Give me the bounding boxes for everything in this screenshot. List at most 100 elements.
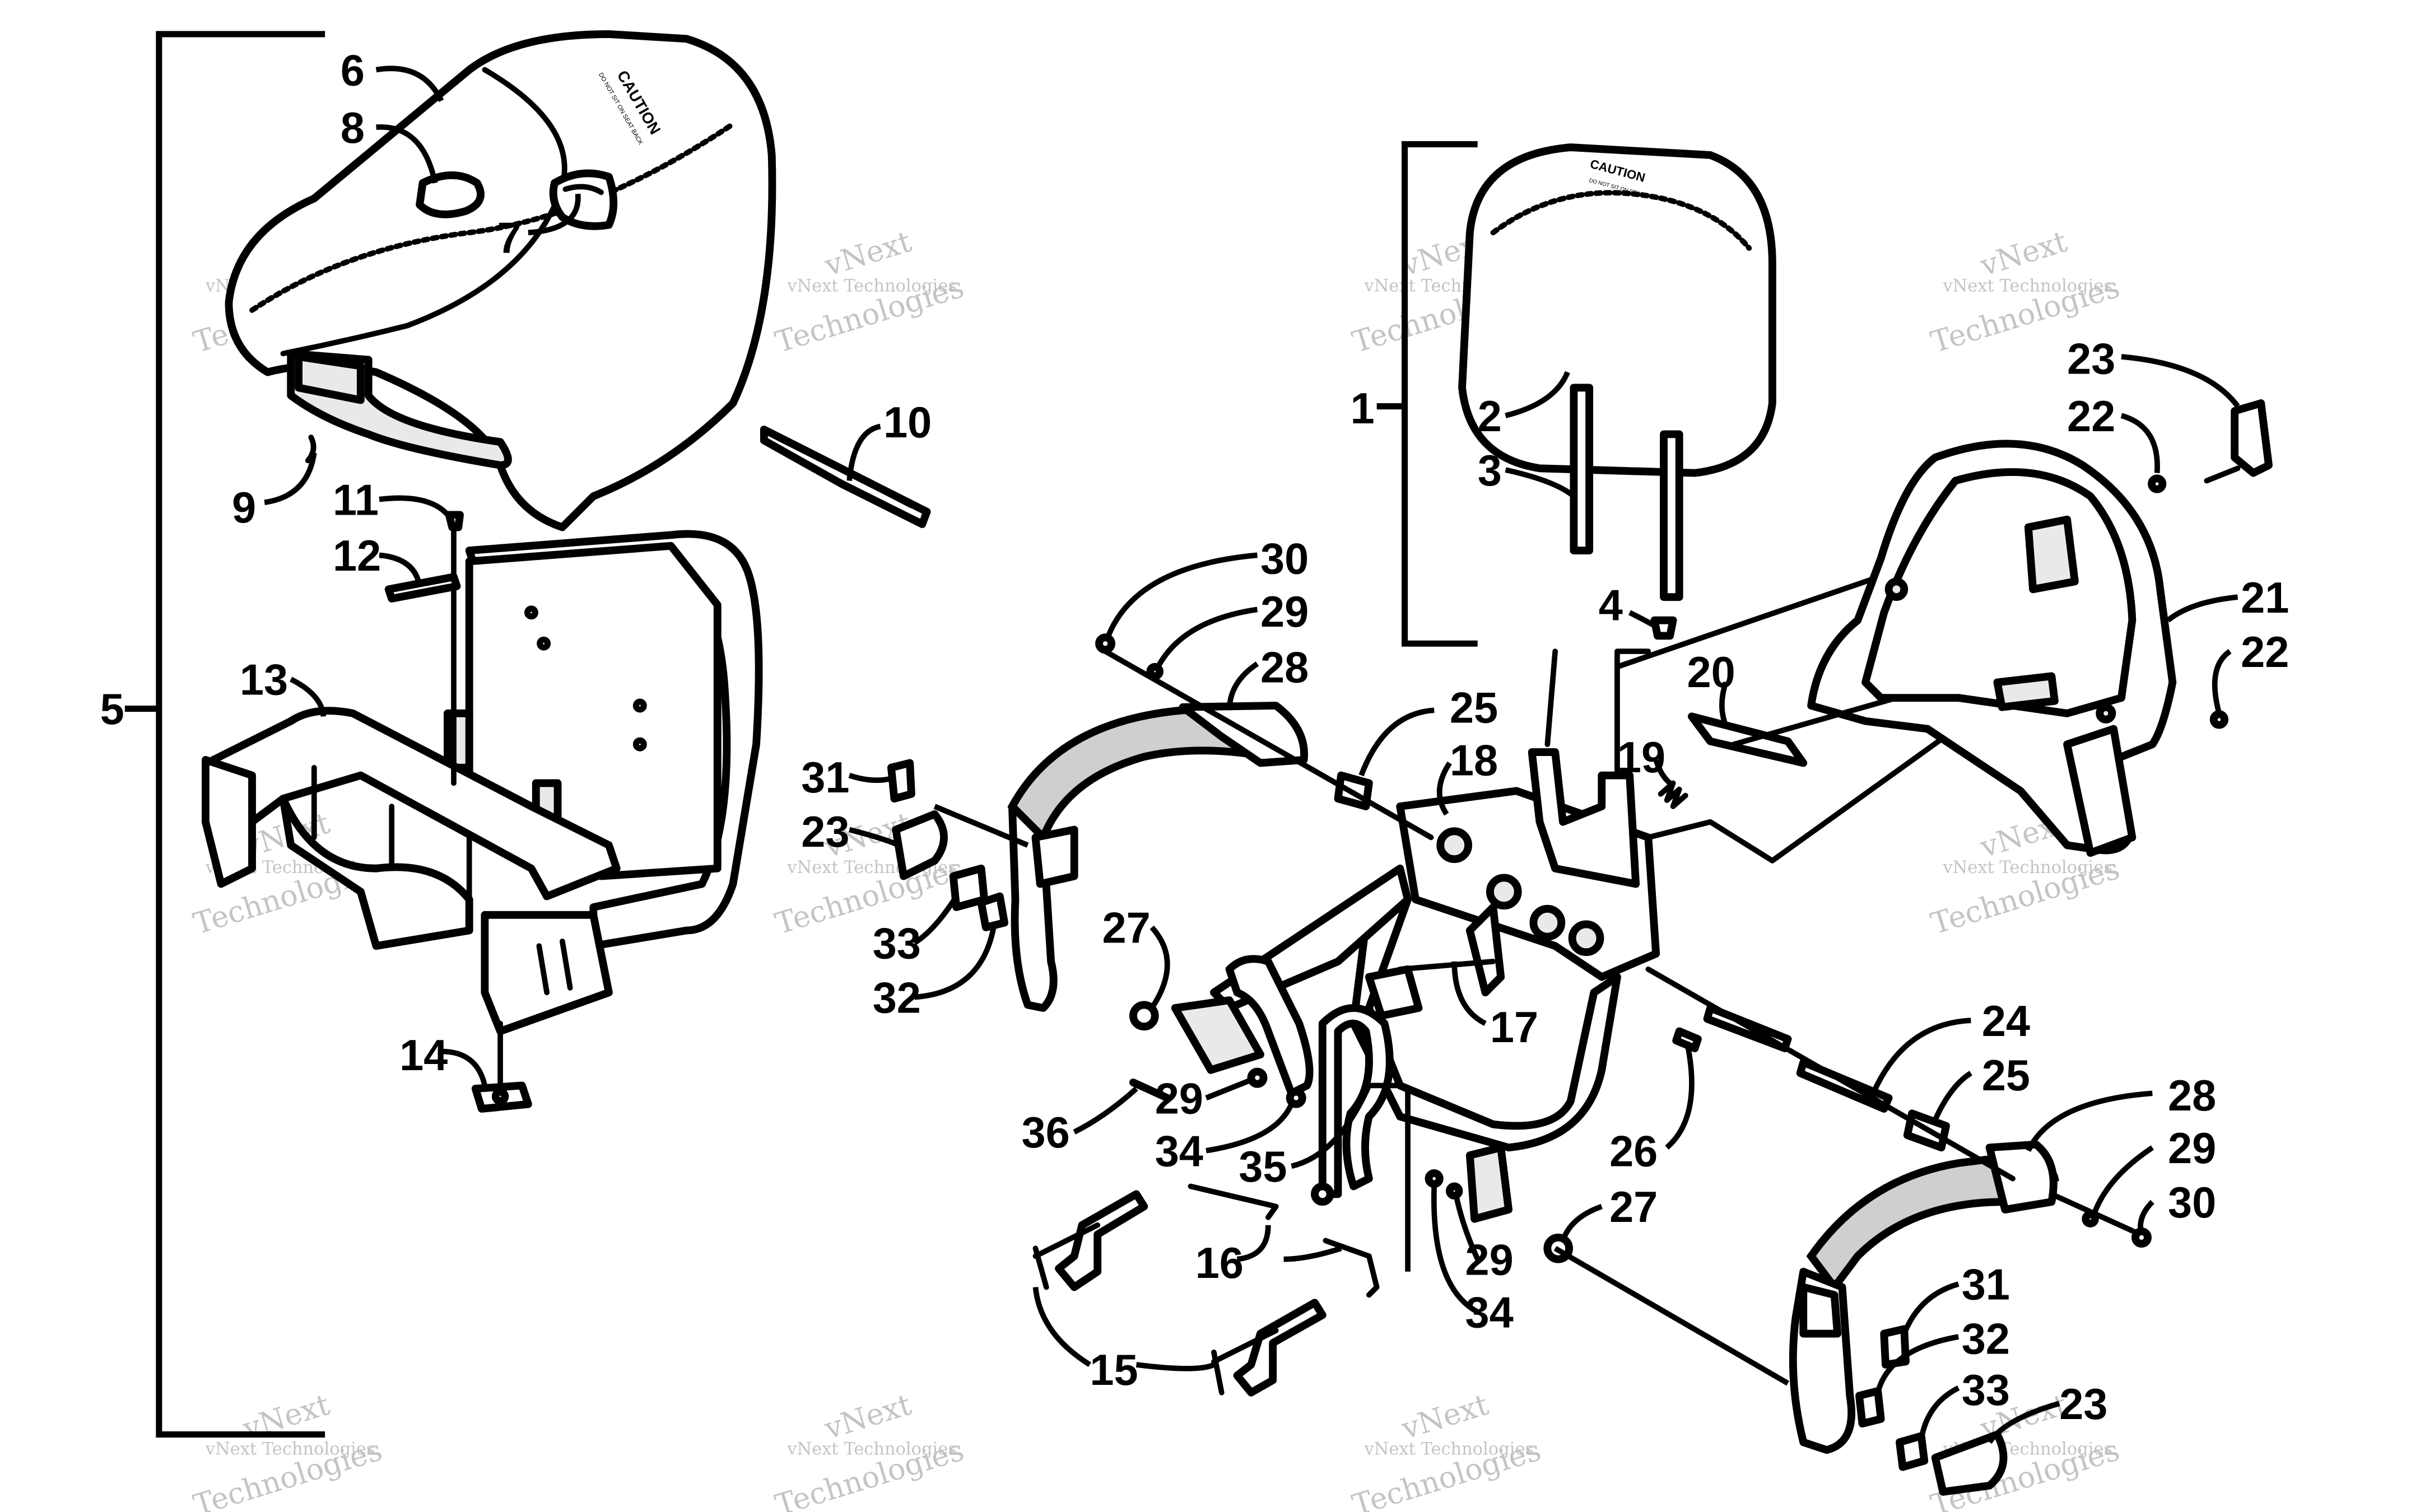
seat-frame-bracket — [202, 756, 256, 888]
leader-17 — [1451, 961, 1487, 1026]
assembly-brackets — [124, 31, 1478, 1438]
callout-11: 11 — [333, 476, 379, 524]
latch-bar-slot — [776, 435, 914, 508]
seat-frame-rail — [209, 707, 621, 900]
callout-5: 5 — [100, 685, 124, 734]
leader-30-right — [2138, 1200, 2154, 1235]
screw-11 — [445, 511, 464, 531]
watermark-large-top: vNext — [1398, 1388, 1493, 1446]
backrest-frame-hole — [1486, 874, 1522, 910]
knob-23-bottom — [1931, 1430, 2008, 1496]
pin-36 — [1129, 1079, 1171, 1102]
screw-22-top — [2148, 474, 2167, 493]
bail-assembly — [1171, 955, 1513, 1223]
leader-16 — [1236, 1225, 1342, 1262]
leader-32-left — [914, 927, 997, 1000]
watermark-small: vNext Technologies — [1364, 1440, 1534, 1459]
callout-3: 3 — [1478, 447, 1502, 495]
nut-35 — [1311, 1182, 1334, 1206]
leader-36 — [1073, 1086, 1138, 1135]
callout-22-top: 22 — [2067, 393, 2115, 441]
foot-pad-left — [1171, 996, 1264, 1074]
leader-axis-armrest-right — [1553, 1246, 1789, 1386]
leader-34-right — [1431, 1186, 1479, 1315]
leader-31-left — [848, 773, 892, 783]
callout-4: 4 — [1599, 582, 1623, 630]
leader-8 — [376, 124, 438, 184]
callout-36: 36 — [1022, 1109, 1070, 1157]
callout-31-left: 31 — [801, 754, 849, 802]
callout-9: 9 — [232, 484, 256, 532]
nut-34-right — [1425, 1169, 1444, 1188]
foot-pad-right — [1465, 1144, 1513, 1223]
leader-15 — [1032, 1286, 1216, 1371]
watermark: vNext Technologies vNext Technologies — [1348, 1388, 1545, 1512]
callout-14: 14 — [399, 1032, 448, 1080]
callout-28-right: 28 — [2168, 1072, 2216, 1120]
seat-cushion: CAUTION DO NOT SIT ON SEAT BACK — [225, 30, 776, 531]
leader-9 — [264, 452, 317, 506]
seat-base — [444, 530, 763, 950]
axis-backrest-lower — [1645, 679, 2023, 864]
watermark-small: vNext Technologies — [1942, 858, 2112, 878]
nut-34-lower — [1286, 1088, 1306, 1108]
callout-16: 16 — [1195, 1239, 1244, 1287]
callout-25-upper: 25 — [1450, 684, 1498, 732]
hinge-clip-9 — [305, 435, 317, 464]
callout-23-top: 23 — [2067, 335, 2115, 383]
callout-30-left: 30 — [1260, 535, 1309, 584]
backrest-frame-hole — [1529, 904, 1566, 941]
armrest-left-grip — [1031, 825, 1078, 888]
callout-23-left: 23 — [801, 808, 849, 856]
leader-28-left — [1226, 661, 1259, 711]
callout-30-right: 30 — [2168, 1179, 2216, 1227]
watermark: vNext Technologies vNext Technologies — [771, 1388, 968, 1512]
latch-15-lower-rod — [1211, 1328, 1279, 1396]
armrest-right — [1789, 1140, 2059, 1454]
headrest-stitch — [1490, 190, 1752, 251]
bracket-32-left — [977, 892, 1008, 931]
leader-25-lower — [1933, 1071, 1972, 1121]
latches — [1032, 1183, 1380, 1397]
knob-23-left — [892, 810, 948, 880]
callout-18: 18 — [1450, 737, 1498, 785]
rods-and-bushings — [1102, 648, 2140, 1236]
callout-13: 13 — [240, 656, 288, 704]
callout-33-right: 33 — [1962, 1366, 2010, 1415]
screw-22-side — [2209, 710, 2229, 729]
leader-29-right — [1453, 1193, 1481, 1261]
leader-25-upper — [1358, 707, 1435, 777]
armrest-right-cap — [1985, 1140, 2058, 1214]
callout-22-side: 22 — [2241, 628, 2289, 676]
leader-29-left — [1155, 606, 1258, 669]
small-parts-right — [1658, 399, 2273, 809]
washer-29-left — [1146, 662, 1164, 680]
armrest-right-grip — [1799, 1283, 1842, 1338]
leader-12 — [379, 552, 422, 587]
callout-29-right: 29 — [1465, 1236, 1514, 1284]
axis-left-pivot — [1102, 648, 1434, 841]
leader-23-bottom — [1987, 1401, 2060, 1444]
spring-16-lower — [1323, 1238, 1380, 1298]
callout-17: 17 — [1490, 1004, 1538, 1052]
callout-32-right: 32 — [1962, 1315, 2010, 1364]
leader-18 — [1436, 761, 1452, 816]
spring-19 — [1658, 780, 1688, 809]
backrest-pin-17 — [1397, 959, 1496, 972]
axis-headrest-left — [1544, 648, 1558, 748]
screw-30-left — [1095, 633, 1116, 654]
callout-29-lower: 29 — [1155, 1075, 1203, 1123]
leader-33-left — [913, 895, 959, 945]
callout-29-left: 29 — [1260, 588, 1309, 636]
leader-23-left — [848, 827, 900, 848]
callout-8: 8 — [341, 104, 365, 152]
watermark: vNext Technologies vNext Technologies — [189, 1388, 386, 1512]
leader-30-left — [1106, 552, 1258, 637]
callout-labels: 1 2 3 4 5 6 7 8 9 10 11 12 13 14 15 16 1… — [100, 46, 2289, 1429]
backrest-hinge-17 — [1465, 903, 1505, 997]
axis-headrest-right — [1614, 648, 1651, 809]
seat-frame-slot — [536, 943, 550, 996]
callout-35: 35 — [1239, 1143, 1287, 1191]
leader-33-right — [1918, 1385, 1960, 1440]
seat-frame-seam — [311, 764, 472, 902]
